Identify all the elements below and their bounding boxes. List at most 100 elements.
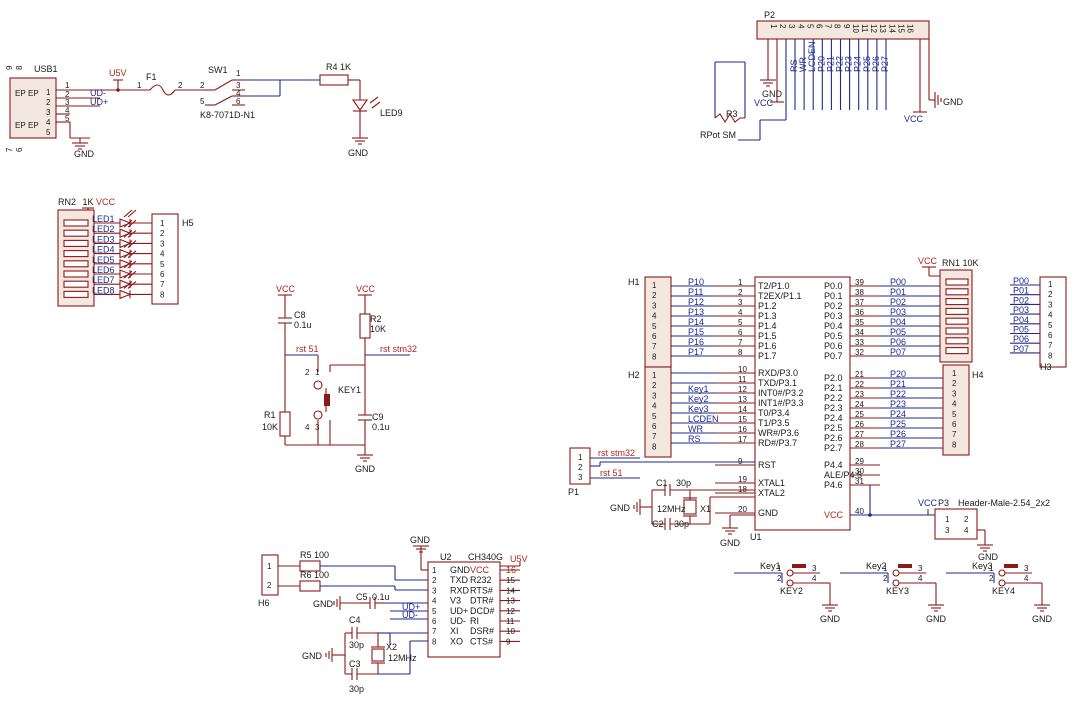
u1-pin-name: P2.4 — [824, 413, 843, 423]
p2-net-label: P21 — [825, 56, 835, 72]
usb1-shield-pin: 8 — [15, 65, 24, 70]
u1-pin-name: P0.5 — [824, 331, 843, 341]
u1-net-label: P25 — [890, 419, 906, 429]
header-pin-num: 2 — [952, 379, 957, 388]
net-rststm32: rst stm32 — [598, 448, 635, 458]
u1-ref: U1 — [750, 532, 762, 542]
header-pin-num: 7 — [952, 430, 957, 439]
led-label: LED2 — [92, 224, 115, 234]
u1-pin-name: T0/P3.4 — [758, 408, 790, 418]
header-pin-num: 2 — [652, 291, 657, 300]
gnd-label: GND — [313, 599, 334, 609]
u1-pin-name: P0.7 — [824, 351, 843, 361]
rn2-resistor — [63, 239, 89, 247]
u1-pin-name: T2EX/P1.1 — [758, 291, 802, 301]
p2-net-label: P27 — [880, 56, 890, 72]
u1-net-label: P24 — [890, 409, 906, 419]
header-pin-num: 4 — [952, 400, 957, 409]
led-diode — [119, 218, 132, 228]
net-rststm32: rst stm32 — [380, 344, 417, 354]
u1-net-label: Key1 — [688, 384, 709, 394]
u1-net-label: P27 — [890, 439, 906, 449]
u5v-label: U5V — [510, 554, 528, 564]
p2-pin-label: 16 — [906, 24, 915, 33]
r4-led9: R4 1K LED9 GND — [280, 62, 403, 158]
key-ref: KEY3 — [886, 586, 909, 596]
rn2-resistor — [63, 250, 89, 258]
u1-pin-name: VCC — [824, 510, 844, 520]
header-pin-num: 5 — [652, 322, 657, 331]
c3-ref: C3 — [349, 659, 361, 669]
p3-pin: 2 — [964, 515, 969, 524]
u1-pin-num: 6 — [738, 328, 743, 337]
r6-label: R6 100 — [300, 570, 329, 580]
u2-pin-name: XO — [450, 636, 463, 646]
u1-pin-name: INT0#/P3.2 — [758, 388, 804, 398]
key-contact — [892, 569, 900, 577]
u1-pin-num: 25 — [855, 410, 864, 419]
net-rst51: rst 51 — [296, 344, 319, 354]
p1-header: 1 2 3 P1 rst stm32 rst 51 — [568, 447, 755, 497]
vcc-label: VCC — [918, 498, 938, 508]
rn2-label: RN2 1K — [58, 197, 94, 207]
u1-net-label: P10 — [688, 277, 704, 287]
led-diode — [119, 238, 132, 249]
header-pin-num: 1 — [652, 281, 657, 290]
p3-pin: 1 — [945, 515, 950, 524]
u2-pin-num: 11 — [506, 617, 515, 626]
u1-pin-name: XTAL2 — [758, 488, 785, 498]
u2-pin-name: DCD# — [470, 606, 495, 616]
u1-pin-num: 14 — [738, 405, 747, 414]
reset-circuit: VCC C8 0.1u rst 51 R1 10K VCC R2 10K rst… — [262, 284, 417, 474]
header-pin-num: 3 — [652, 391, 657, 400]
gnd-label: GND — [978, 552, 999, 562]
u1-net-label: P11 — [688, 287, 703, 297]
u2-pin-name: RXD — [450, 585, 470, 595]
key-pin: 1 — [777, 564, 782, 573]
u2-pin-num: 9 — [506, 637, 511, 646]
header-pin-num: 5 — [1048, 321, 1053, 330]
key-pin: 4 — [812, 574, 817, 583]
net-ud-minus: UD- — [402, 610, 418, 620]
u1-pin-num: 13 — [738, 395, 747, 404]
c4-ref: C4 — [349, 615, 361, 625]
led-ray — [127, 250, 137, 259]
u1-pin-name: P1.2 — [758, 301, 777, 311]
vcc-label: VCC — [918, 256, 938, 266]
usb1-pin-label: 2 — [46, 98, 51, 107]
r3-val: RPot SM — [700, 130, 736, 140]
led-label: LED3 — [92, 234, 115, 244]
r4-label: R4 1K — [326, 62, 351, 72]
header-pin-num: 5 — [652, 412, 657, 421]
u1-pin-name: RXD/P3.0 — [758, 368, 798, 378]
u1-pin-num: 32 — [855, 348, 864, 357]
gnd-label: GND — [820, 614, 841, 624]
u1-pin-num: 35 — [855, 318, 864, 327]
u2-pin-num: 8 — [432, 637, 437, 646]
u1-pin-num: 8 — [738, 348, 743, 357]
u1-pin-name: T2/P1.0 — [758, 281, 790, 291]
key-pin: 4 — [918, 574, 923, 583]
u1-pin-name: P2.6 — [824, 433, 843, 443]
u1-pin-name: P4.4 — [824, 460, 843, 470]
led-ray — [127, 280, 137, 289]
rn2-resistor — [63, 290, 89, 298]
net-ud-plus: UD+ — [402, 602, 420, 612]
key-net-label: Key3 — [972, 561, 993, 571]
header-pin-num: 3 — [1048, 300, 1053, 309]
led9-label: LED9 — [380, 108, 403, 118]
gnd-label: GND — [348, 148, 369, 158]
u1-net-label: Key3 — [688, 404, 709, 414]
u1-net-label: P02 — [890, 297, 906, 307]
p2-net-label: WR — [798, 57, 808, 72]
led-ray — [123, 270, 133, 279]
sw1-pin: 5 — [200, 97, 205, 106]
u1-net-label: P03 — [890, 307, 906, 317]
p2-pin-label: 8 — [833, 24, 842, 29]
header-pin-num: 2 — [652, 381, 657, 390]
h6-ref: H6 — [258, 598, 270, 608]
u1-pin-name: T1/P3.5 — [758, 418, 790, 428]
h2-ref: H2 — [628, 370, 640, 380]
header-pin-num: 8 — [652, 442, 657, 451]
